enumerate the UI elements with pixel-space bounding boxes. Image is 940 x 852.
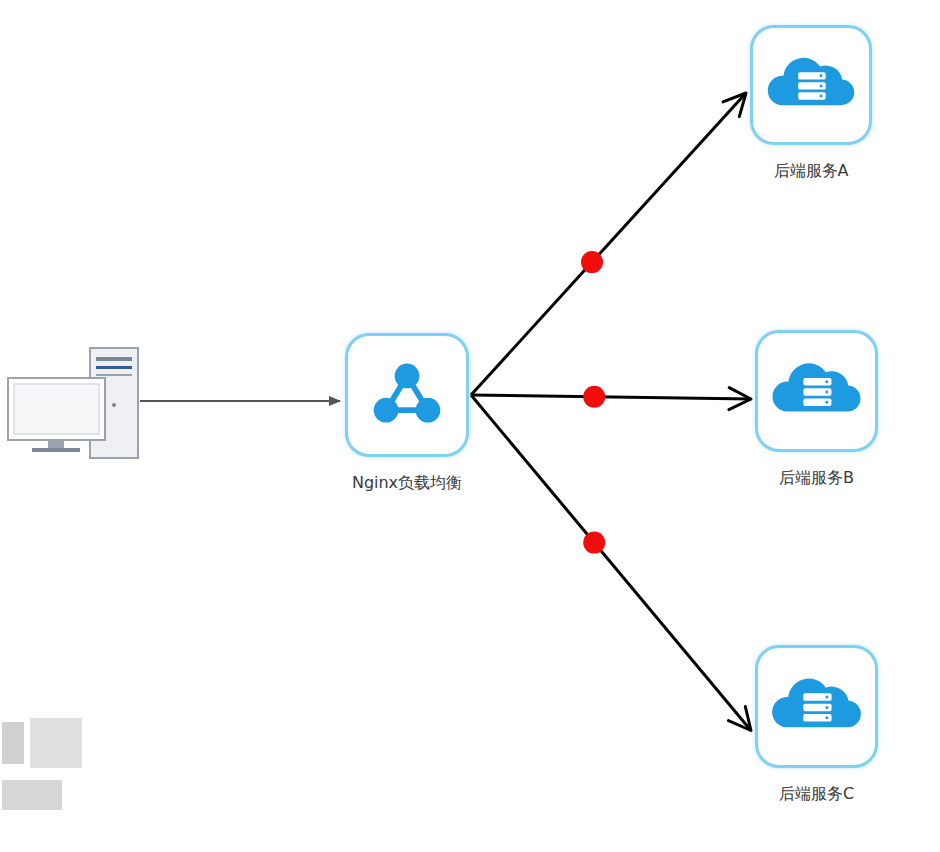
request-dot: [583, 386, 605, 408]
node-label: 后端服务A: [772, 161, 851, 181]
client-arrow: [140, 400, 340, 402]
connector-arrow: [471, 93, 746, 395]
backend-service-node: 后端服务B: [755, 330, 878, 452]
cloud-server-icon: [755, 645, 878, 768]
cloud-server-icon: [750, 25, 872, 145]
backend-service-node: 后端服务A: [750, 25, 872, 145]
computer-icon: [8, 348, 138, 458]
blurred-watermark: [2, 718, 82, 810]
backend-service-node: 后端服务C: [755, 645, 878, 768]
request-dot: [581, 251, 603, 273]
request-dot: [583, 532, 605, 554]
node-label: 后端服务C: [777, 784, 856, 804]
load-balancer-node: Nginx负载均衡: [345, 333, 469, 457]
node-label: Nginx负载均衡: [350, 473, 464, 493]
connector-arrow: [471, 395, 751, 399]
cloud-server-icon: [755, 330, 878, 452]
node-label: 后端服务B: [777, 468, 856, 488]
load-balancer-icon: [345, 333, 469, 457]
connector-arrow: [471, 395, 751, 731]
